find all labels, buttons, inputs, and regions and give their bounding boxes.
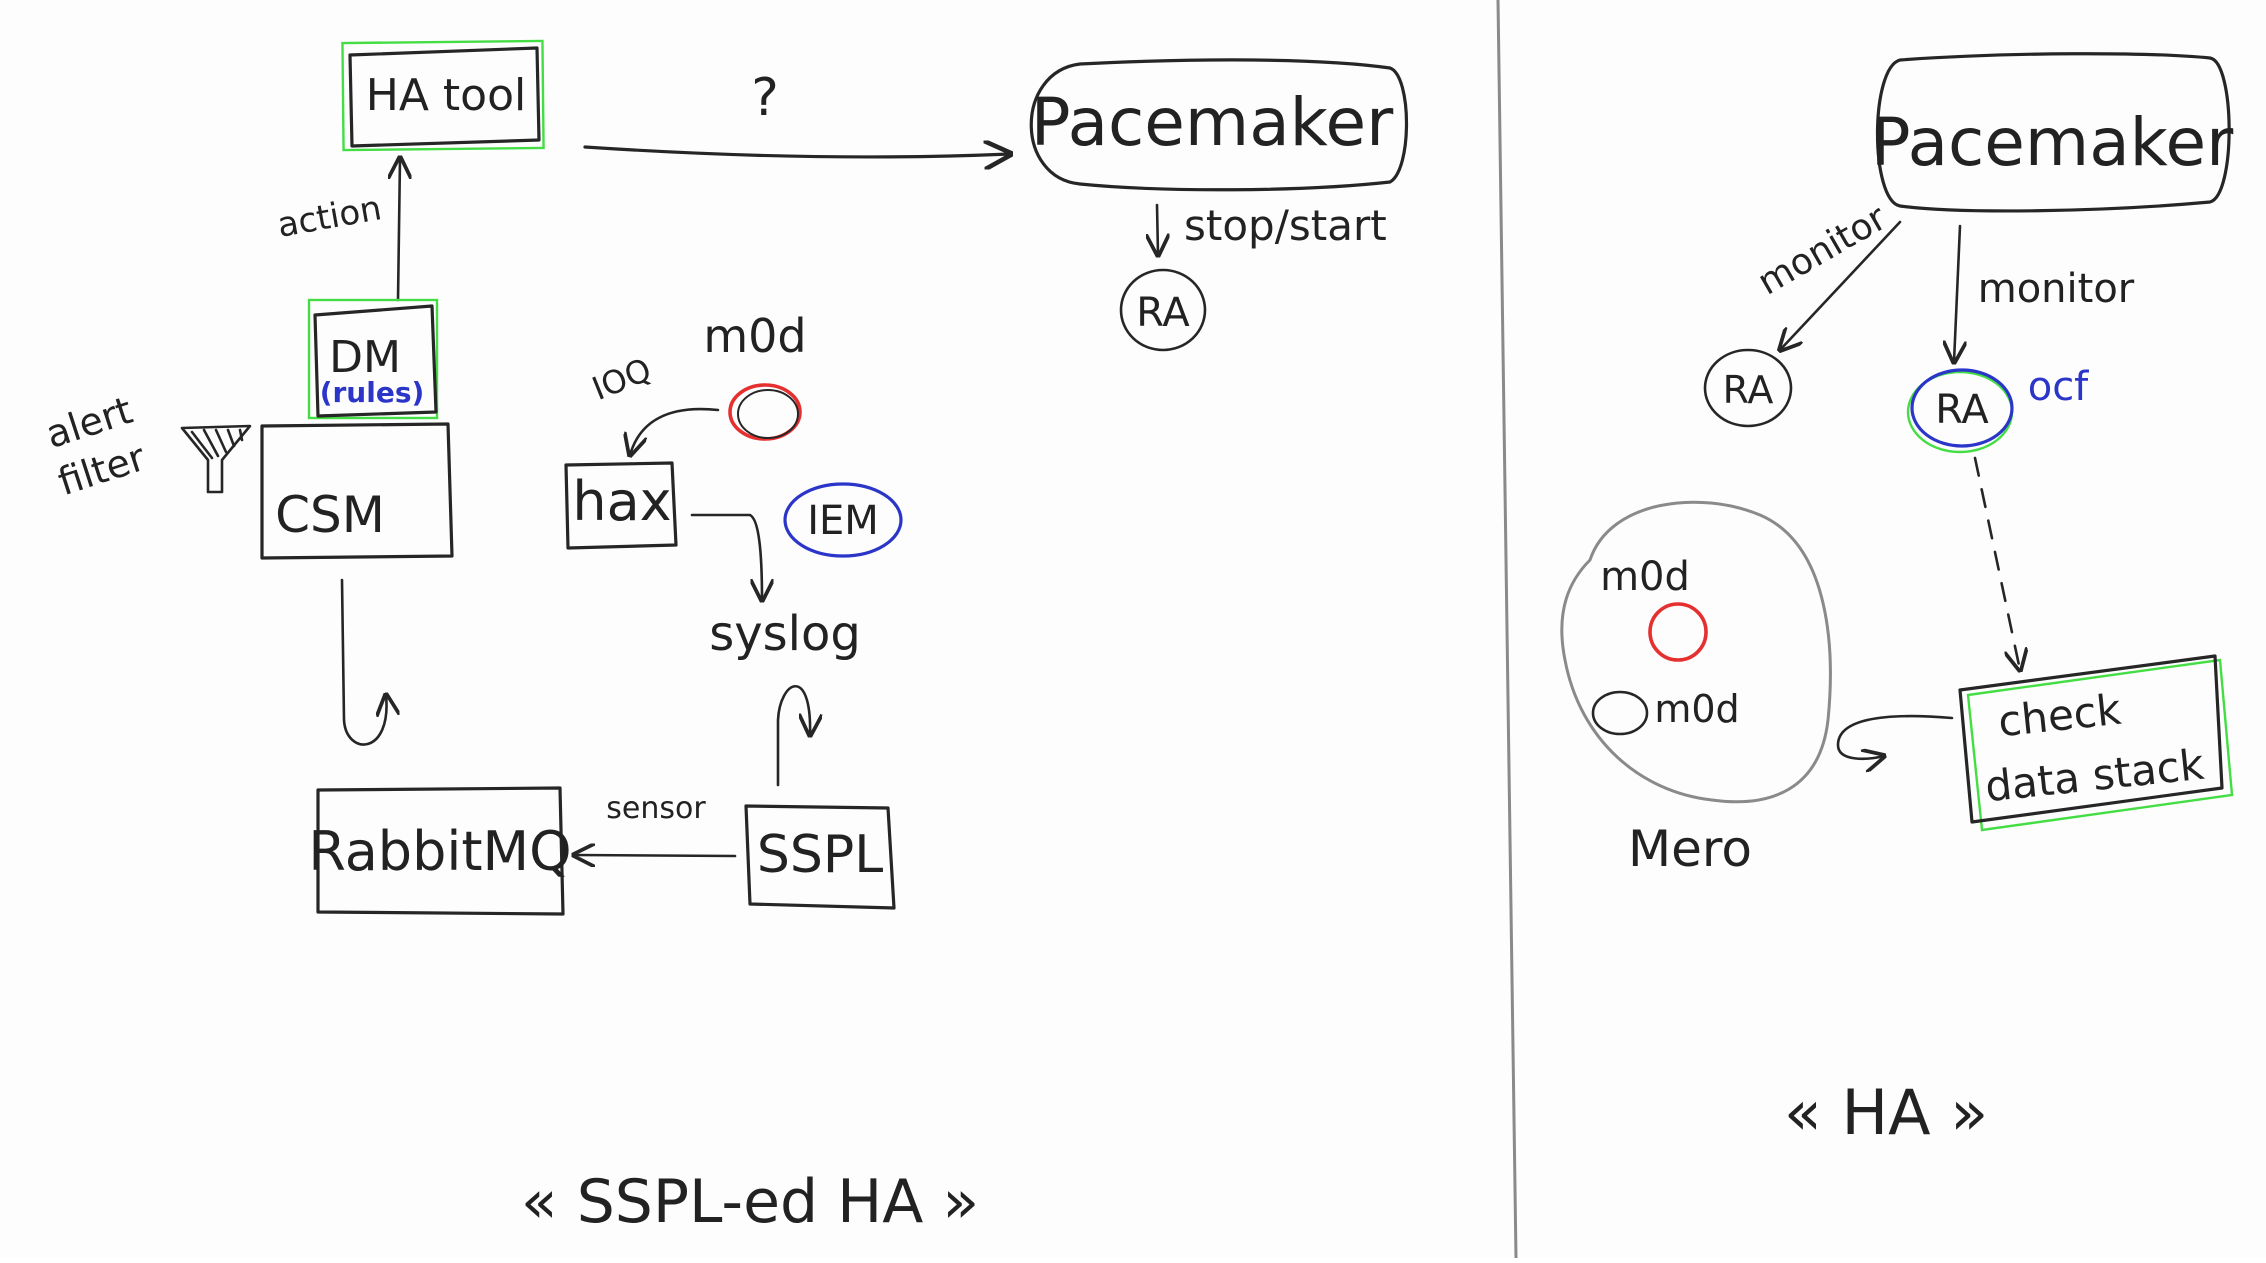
ra-node-ocf: RA (1906, 368, 2014, 454)
mero-cluster: m0d m0d (1560, 500, 1832, 804)
rabbitmq-label: RabbitMQ (308, 820, 571, 883)
hax-label: hax (572, 470, 671, 533)
mod-to-hax-arrow (630, 407, 720, 455)
iem-node: IEM (783, 482, 903, 558)
ra-node-left: RA (1119, 268, 1207, 352)
hax-to-syslog-arrow (690, 513, 762, 600)
dm-node: DM (rules) (307, 298, 439, 420)
monitor-arrow-left (1780, 220, 1902, 350)
ha-tool-label: HA tool (366, 70, 527, 121)
section-divider (1496, 0, 1518, 1259)
ra-to-check-dashed-arrow (1973, 456, 2020, 670)
stop-start-label: stop/start (1184, 201, 1387, 250)
csm-rabbitmq-loop (340, 578, 387, 746)
mod-red-marker-right (1648, 602, 1708, 662)
sspl-label: SSPL (757, 825, 883, 885)
syslog-label: syslog (709, 606, 861, 662)
pacemaker-label-right: Pacemaker (1871, 104, 2234, 181)
pacemaker-node-left: Pacemaker (1029, 58, 1409, 192)
mod-label-mero-top: m0d (1600, 554, 1690, 600)
action-label: action (274, 188, 384, 246)
sensor-label: sensor (606, 791, 706, 826)
check-label-line1: check (1996, 685, 2124, 747)
mero-label: Mero (1628, 820, 1752, 878)
check-data-stack-node: check data stack (1958, 654, 2234, 832)
monitor-arrow-right (1954, 224, 1960, 362)
rabbitmq-node: RabbitMQ (308, 786, 572, 916)
ra-label-right-plain: RA (1723, 368, 1774, 412)
caption-right: « HA » (1784, 1076, 1988, 1149)
mod-red-marker-left (728, 383, 802, 441)
sspl-syslog-loop (776, 685, 810, 787)
ocf-label: ocf (2028, 364, 2089, 410)
ra-label-left: RA (1136, 290, 1190, 336)
mod-label-left: m0d (703, 309, 806, 363)
sspl-node: SSPL (744, 804, 896, 910)
mod-label-mero-bottom: m0d (1654, 687, 1739, 731)
rules-label: (rules) (320, 376, 425, 409)
ioq-label: IOQ (587, 350, 657, 408)
mod-black-marker (1591, 690, 1649, 736)
dm-to-ha-tool-arrow (398, 158, 400, 302)
caption-left: « SSPL-ed HA » (521, 1167, 979, 1237)
ha-tool-node: HA tool (341, 39, 545, 152)
pacemaker-label-left: Pacemaker (1031, 84, 1394, 161)
csm-label: CSM (275, 486, 385, 544)
ra-label-ocf: RA (1935, 387, 1989, 433)
check-label-line2: data stack (1983, 740, 2207, 812)
pacemaker-node-right: Pacemaker (1871, 52, 2234, 213)
iem-label: IEM (807, 498, 879, 544)
question-mark: ? (751, 68, 779, 128)
csm-node: CSM (260, 422, 454, 560)
check-to-mero-arrow (1836, 714, 1954, 759)
dm-label: DM (329, 332, 401, 383)
stop-start-arrow (1157, 203, 1158, 255)
funnel-icon (180, 424, 252, 494)
monitor-label-right: monitor (1978, 266, 2135, 312)
hax-node: hax (564, 461, 678, 550)
sspl-to-rabbitmq-arrow (574, 855, 737, 856)
ra-node-right-plain: RA (1703, 348, 1793, 428)
ha-tool-to-pacemaker-arrow (583, 147, 1010, 157)
